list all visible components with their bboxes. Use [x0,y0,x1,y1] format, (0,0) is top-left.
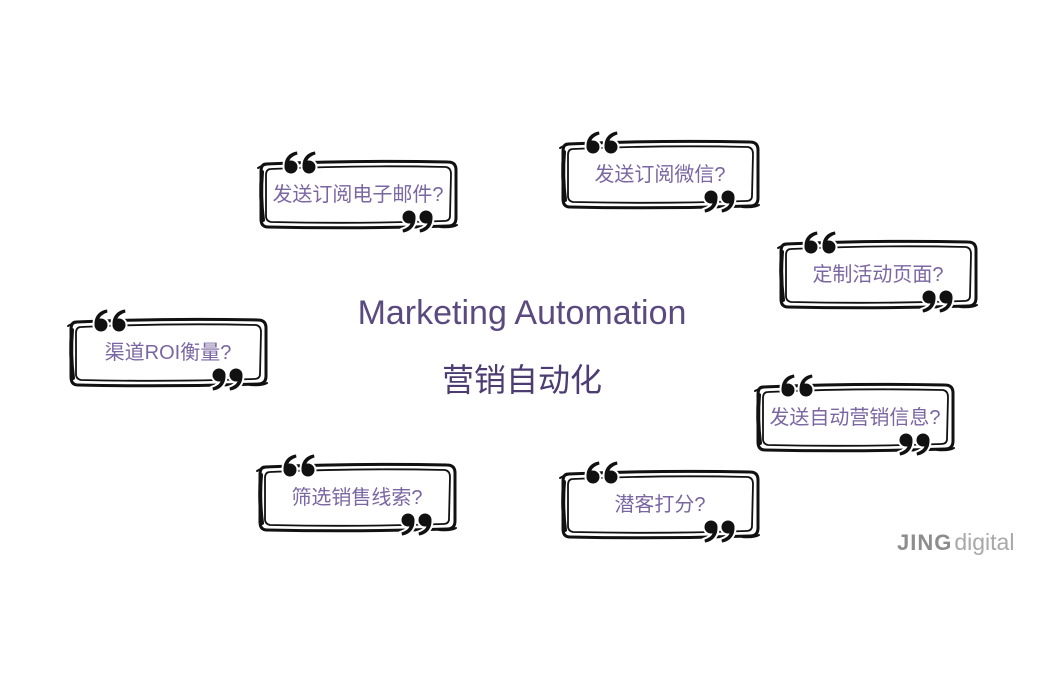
bubble-email-subscription: 发送订阅电子邮件? [256,160,459,230]
bubble-channel-roi: 渠道ROI衡量? [66,318,269,388]
title-chinese: 营销自动化 [441,362,602,398]
bubble-label: 发送自动营销信息? [769,407,941,429]
brand-logo: JINGdigital [897,527,1014,557]
title-english: Marketing Automation [357,294,687,332]
bubble-landing-pages: 定制活动页面? [776,240,979,310]
bubble-automated-messages: 发送自动营销信息? [753,383,956,453]
bubble-label: 潜客打分? [614,494,706,516]
bubble-label: 筛选销售线索? [291,487,423,509]
bubble-label: 定制活动页面? [812,264,944,286]
bubble-lead-filtering: 筛选销售线索? [255,463,458,533]
bubble-lead-scoring: 潜客打分? [558,470,761,540]
logo-bold-text: JING [897,530,953,555]
bubble-label: 发送订阅电子邮件? [272,184,444,206]
bubble-label: 渠道ROI衡量? [104,342,232,364]
bubble-label: 发送订阅微信? [594,164,726,186]
bubble-wechat-subscription: 发送订阅微信? [558,140,761,210]
logo-light-text: digital [954,529,1015,555]
